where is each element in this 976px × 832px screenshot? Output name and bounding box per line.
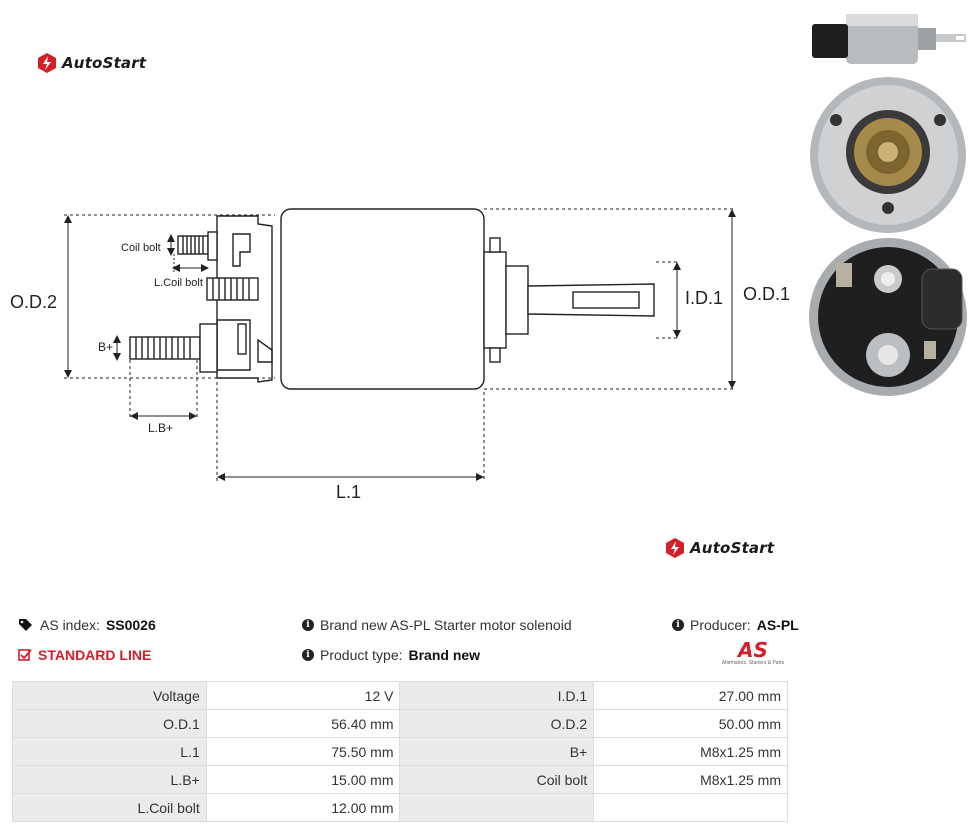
spec-value: 12 V xyxy=(205,681,401,710)
spec-label: L.B+ xyxy=(12,765,207,794)
spec-label xyxy=(399,793,595,822)
spec-value: 15.00 mm xyxy=(205,765,401,794)
spec-label: L.1 xyxy=(12,737,207,766)
spec-label: Coil bolt xyxy=(399,765,595,794)
product-type: i Product type: Brand new xyxy=(302,647,480,663)
product-type-label: Product type: xyxy=(320,647,403,663)
l-coil-bolt-label: L.Coil bolt xyxy=(154,277,203,289)
spec-label: B+ xyxy=(399,737,595,766)
spec-value: 12.00 mm xyxy=(205,793,401,822)
coil-bolt-label: Coil bolt xyxy=(121,242,161,254)
spec-value: 27.00 mm xyxy=(593,681,788,710)
producer-logo-mark: AS xyxy=(738,638,768,662)
check-square-icon xyxy=(18,649,32,661)
brand-logo-secondary: AutoStart xyxy=(664,537,774,559)
spec-value: 75.50 mm xyxy=(205,737,401,766)
as-index-value: SS0026 xyxy=(105,617,156,633)
id1-label: I.D.1 xyxy=(685,288,723,308)
product-line-text: STANDARD LINE xyxy=(38,647,152,663)
tags-icon xyxy=(19,619,32,631)
producer-label: Producer: xyxy=(690,617,751,633)
spec-label: O.D.2 xyxy=(399,709,595,738)
spec-value xyxy=(593,793,788,822)
b-plus-label: B+ xyxy=(98,340,113,354)
spec-value: 50.00 mm xyxy=(593,709,788,738)
product-photo-side xyxy=(812,14,966,64)
spec-value: 56.40 mm xyxy=(205,709,401,738)
spec-label: O.D.1 xyxy=(12,709,207,738)
product-description: i Brand new AS-PL Starter motor solenoid xyxy=(302,617,572,633)
as-index: AS index: SS0026 xyxy=(18,617,156,633)
info-icon: i xyxy=(302,649,314,661)
spec-label: L.Coil bolt xyxy=(12,793,207,822)
product-type-value: Brand new xyxy=(408,647,481,663)
producer-logo: AS Alternators, Starters & Parts xyxy=(715,640,791,666)
brand-logo: AutoStart xyxy=(36,52,146,74)
brand-name: AutoStart xyxy=(690,539,775,557)
l-b-plus-label: L.B+ xyxy=(148,421,173,435)
product-photo-front xyxy=(810,77,966,233)
l1-label: L.1 xyxy=(336,482,361,500)
info-icon: i xyxy=(302,619,314,631)
producer-logo-subtitle: Alternators, Starters & Parts xyxy=(721,660,785,666)
od1-label: O.D.1 xyxy=(743,284,790,304)
description-text: Brand new AS-PL Starter motor solenoid xyxy=(320,617,572,633)
spec-label: Voltage xyxy=(12,681,207,710)
spec-label: I.D.1 xyxy=(399,681,595,710)
as-index-label: AS index: xyxy=(40,617,100,633)
bolt-logo-icon xyxy=(666,538,684,558)
od2-label: O.D.2 xyxy=(10,292,57,312)
spec-value: M8x1.25 mm xyxy=(593,765,788,794)
product-line: STANDARD LINE xyxy=(18,647,151,663)
product-photo-back xyxy=(809,238,967,396)
info-icon: i xyxy=(672,619,684,631)
bolt-logo-icon xyxy=(38,53,56,73)
producer: i Producer: AS-PL xyxy=(672,617,799,633)
spec-value: M8x1.25 mm xyxy=(593,737,788,766)
solenoid-diagram: O.D.2 O.D.1 I.D.1 L.1 Coil bolt L.Coil b… xyxy=(10,208,790,500)
producer-value: AS-PL xyxy=(756,617,799,633)
brand-name: AutoStart xyxy=(62,54,147,72)
